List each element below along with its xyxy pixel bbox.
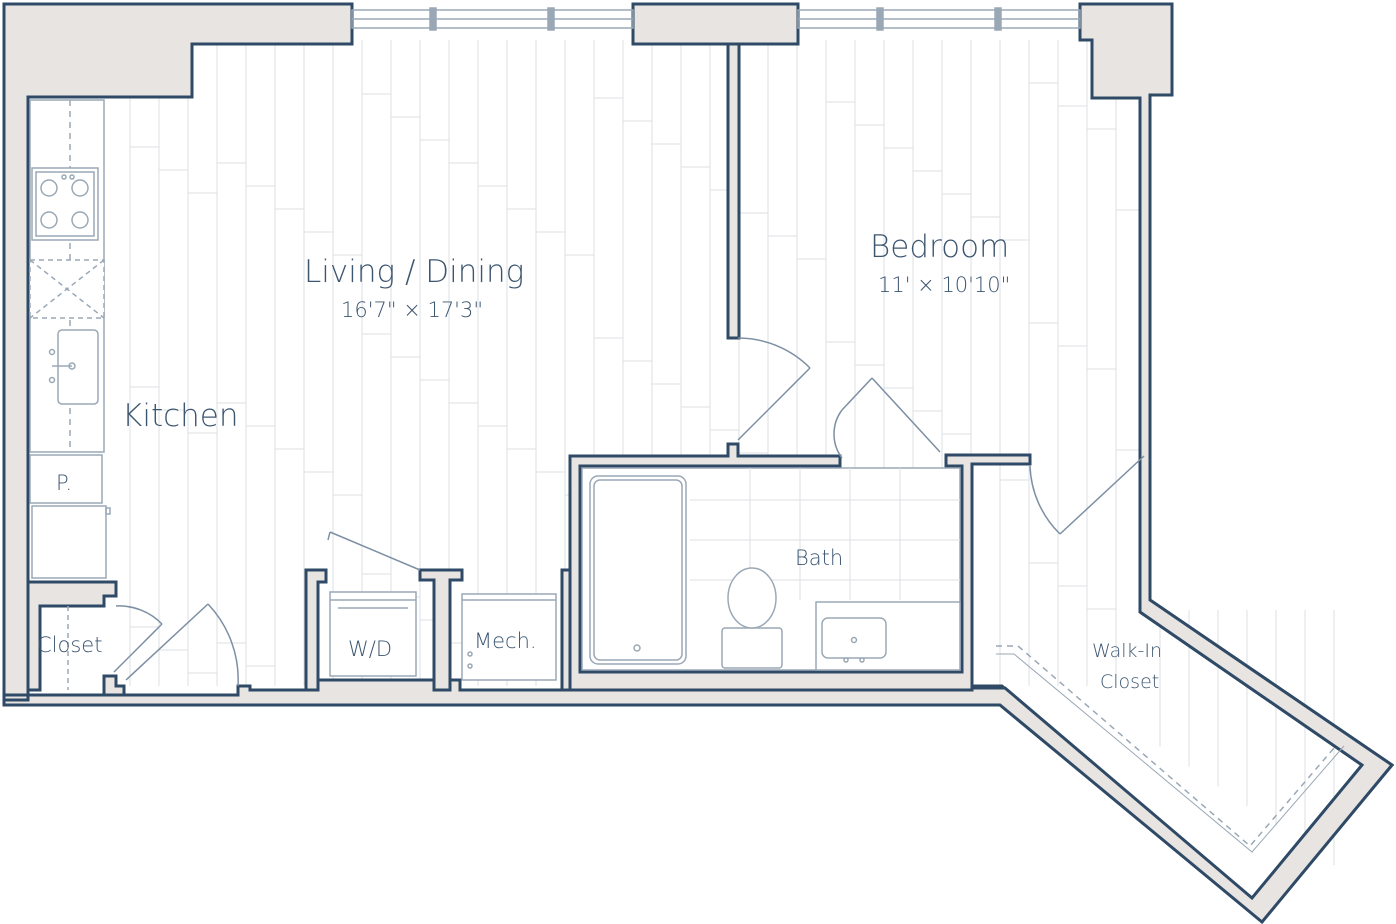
pantry-box: [29, 454, 103, 504]
room-label-pantry: P.: [56, 471, 72, 495]
mech-box: [461, 593, 557, 681]
bath-fixtures: [581, 467, 961, 671]
wd-mech-wall: [418, 568, 464, 692]
toilet-bowl-icon: [727, 567, 777, 629]
fridge-icon: [31, 505, 107, 579]
room-label-wd: W/D: [348, 637, 392, 661]
room-label-kitchen: Kitchen: [122, 398, 239, 434]
room-label-walkin-2: Closet: [1100, 671, 1159, 693]
toilet-tank: [721, 627, 783, 669]
room-label-closet: Closet: [37, 633, 102, 657]
room-dim-bedroom: 11' × 10'10": [878, 273, 1010, 297]
mech-wall-right: [560, 568, 572, 692]
bath-walls: [568, 442, 1032, 692]
kitchen-sink-icon: [57, 329, 99, 405]
laundry-fixtures: [329, 591, 557, 681]
kitchen-fixtures: [29, 99, 111, 579]
closet-wall-right: [102, 674, 126, 697]
partition-bedroom-living: [726, 42, 741, 340]
washer-dryer-box: [329, 591, 417, 677]
room-label-mech: Mech.: [474, 629, 537, 653]
closet-walls: [26, 580, 118, 692]
wd-walls: [304, 568, 328, 692]
cooktop-icon: [31, 167, 99, 241]
windows: [351, 7, 1081, 31]
room-label-bath: Bath: [795, 546, 843, 570]
room-label-bedroom: Bedroom: [870, 229, 1009, 265]
door-swings: [113, 337, 1145, 687]
room-label-living: Living / Dining: [304, 254, 524, 290]
room-dim-living: 16'7" × 17'3": [341, 298, 483, 322]
room-label-walkin-1: Walk-In: [1092, 640, 1162, 662]
closet-shelf: [996, 645, 1335, 848]
